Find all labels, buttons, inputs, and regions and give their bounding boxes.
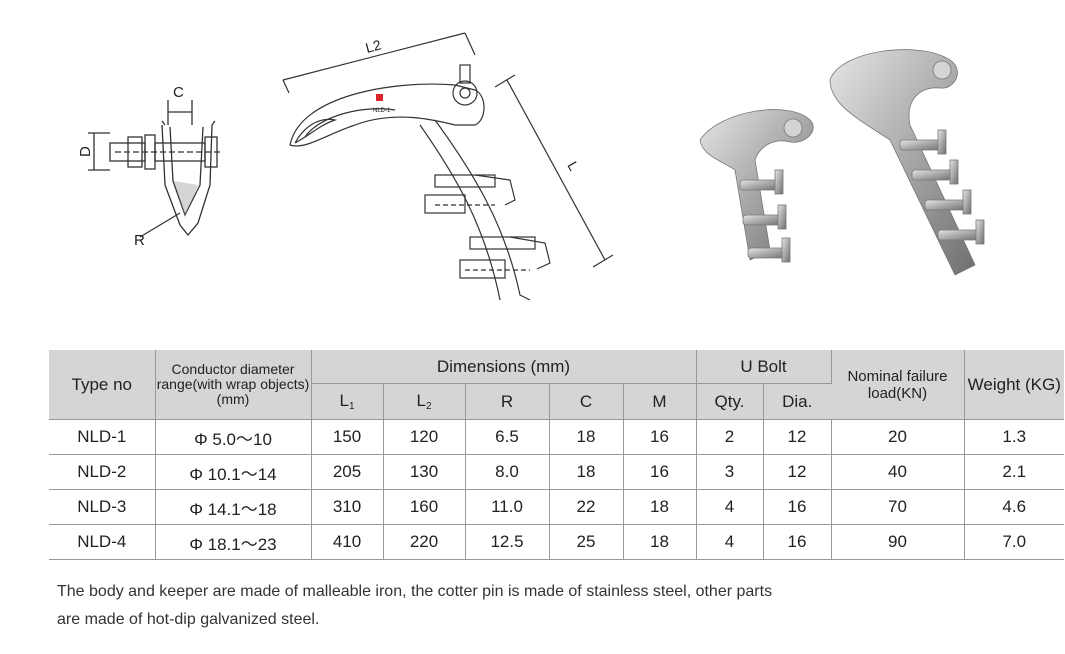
cell-l1: 410 — [311, 524, 384, 560]
header-c: C — [549, 383, 624, 420]
cell-r: 12.5 — [465, 524, 550, 560]
cell-r: 8.0 — [465, 454, 550, 490]
header-m: M — [623, 383, 697, 420]
label-d: D — [77, 146, 94, 157]
cell-c: 18 — [549, 419, 624, 455]
label-r: R — [134, 232, 145, 249]
cell-l2: 120 — [383, 419, 466, 455]
header-l1-text: L — [339, 391, 349, 410]
cell-dia: 16 — [763, 524, 832, 560]
cell-weight: 2.1 — [964, 454, 1064, 490]
header-nominal-load: Nominal failure load(KN) — [831, 350, 965, 420]
cell-weight: 4.6 — [964, 489, 1064, 525]
cell-range: Φ 18.1～23 — [155, 524, 312, 560]
cell-l2: 160 — [383, 489, 466, 525]
cell-r: 11.0 — [465, 489, 550, 525]
cell-l2: 130 — [383, 454, 466, 490]
cell-type: NLD-4 — [49, 524, 156, 560]
model-mark: NLD-1 — [373, 108, 391, 114]
header-row-1: Type no Conductor diameter range(with wr… — [49, 350, 1064, 420]
cell-range: Φ 5.0～10 — [155, 419, 312, 455]
side-view-drawing: NLD-1 L2 L — [275, 25, 620, 325]
cell-m: 16 — [623, 454, 697, 490]
header-l2-sub: 2 — [425, 401, 432, 412]
cell-l2: 220 — [383, 524, 466, 560]
cell-weight: 7.0 — [964, 524, 1064, 560]
brand-mark-icon — [376, 94, 383, 101]
header-type-no: Type no — [49, 350, 156, 420]
cell-l1: 150 — [311, 419, 384, 455]
product-photo — [680, 30, 1010, 310]
header-dimensions: Dimensions (mm) — [311, 350, 697, 384]
cell-c: 18 — [549, 454, 624, 490]
cell-load: 90 — [831, 524, 965, 560]
cell-m: 18 — [623, 524, 697, 560]
table-row: NLD-1 Φ 5.0～10 150 120 6.5 18 16 2 12 20… — [49, 419, 1064, 455]
table-row: NLD-4 Φ 18.1～23 410 220 12.5 25 18 4 16 … — [49, 524, 1064, 560]
header-l1: L1 — [311, 383, 384, 420]
cross-section-drawing: C D R — [70, 84, 240, 260]
cell-dia: 12 — [763, 419, 832, 455]
cell-qty: 4 — [696, 489, 764, 525]
cell-r: 6.5 — [465, 419, 550, 455]
cell-qty: 4 — [696, 524, 764, 560]
cell-load: 70 — [831, 489, 965, 525]
cell-type: NLD-3 — [49, 489, 156, 525]
header-row-2: L1 L2 R C M Qty. Dia. — [49, 383, 1064, 420]
cell-l1: 310 — [311, 489, 384, 525]
cell-dia: 12 — [763, 454, 832, 490]
table-row: NLD-2 Φ 10.1～14 205 130 8.0 18 16 3 12 4… — [49, 454, 1064, 490]
cell-load: 20 — [831, 419, 965, 455]
cell-type: NLD-1 — [49, 419, 156, 455]
cell-qty: 3 — [696, 454, 764, 490]
header-u-bolt: U Bolt — [696, 350, 832, 384]
cross-section-svg: C D R — [77, 84, 220, 249]
cell-c: 25 — [549, 524, 624, 560]
material-note: The body and keeper are made of malleabl… — [57, 578, 1017, 634]
label-l: L — [564, 159, 582, 174]
label-l2: L2 — [364, 36, 383, 56]
cell-type: NLD-2 — [49, 454, 156, 490]
cell-weight: 1.3 — [964, 419, 1064, 455]
header-dia: Dia. — [763, 383, 831, 420]
product-photo-svg — [699, 49, 985, 276]
note-line-2: are made of hot-dip galvanized steel. — [57, 611, 320, 628]
cell-m: 16 — [623, 419, 697, 455]
cell-c: 22 — [549, 489, 624, 525]
note-line-1: The body and keeper are made of malleabl… — [57, 583, 773, 600]
cell-range: Φ 10.1～14 — [155, 454, 312, 490]
header-conductor: Conductor diameter range(with wrap objec… — [155, 350, 312, 420]
header-qty: Qty. — [696, 383, 764, 420]
header-l2-text: L — [416, 391, 426, 410]
table-row: NLD-3 Φ 14.1～18 310 160 11.0 22 18 4 16 … — [49, 489, 1064, 525]
side-view-svg: NLD-1 L2 L — [282, 32, 614, 301]
header-weight: Weight (KG) — [964, 350, 1064, 420]
header-r: R — [465, 383, 550, 420]
cell-l1: 205 — [311, 454, 384, 490]
label-c: C — [173, 85, 184, 101]
spec-table: Type no Conductor diameter range(with wr… — [49, 350, 1064, 560]
cell-range: Φ 14.1～18 — [155, 489, 312, 525]
cell-m: 18 — [623, 489, 697, 525]
cell-load: 40 — [831, 454, 965, 490]
header-l1-sub: 1 — [348, 401, 355, 412]
cell-dia: 16 — [763, 489, 832, 525]
header-l2: L2 — [383, 383, 466, 420]
cell-qty: 2 — [696, 419, 764, 455]
